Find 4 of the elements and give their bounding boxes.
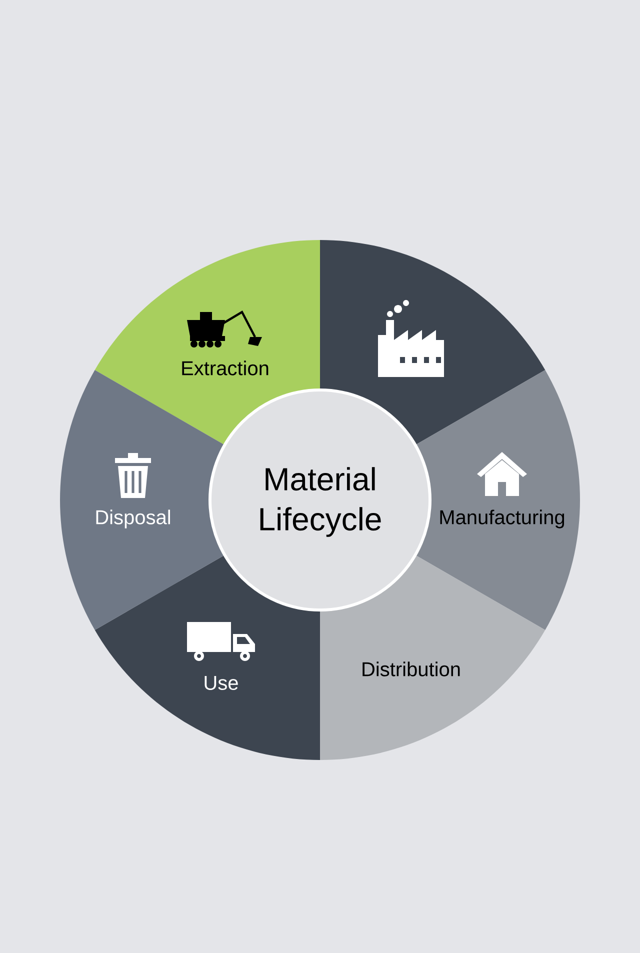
ring-segment: Manufacturing [415, 370, 580, 630]
ring-segment: Use [94, 555, 320, 760]
ring-segment: Extraction [94, 240, 320, 445]
ring-segment: Distribution [320, 555, 546, 760]
